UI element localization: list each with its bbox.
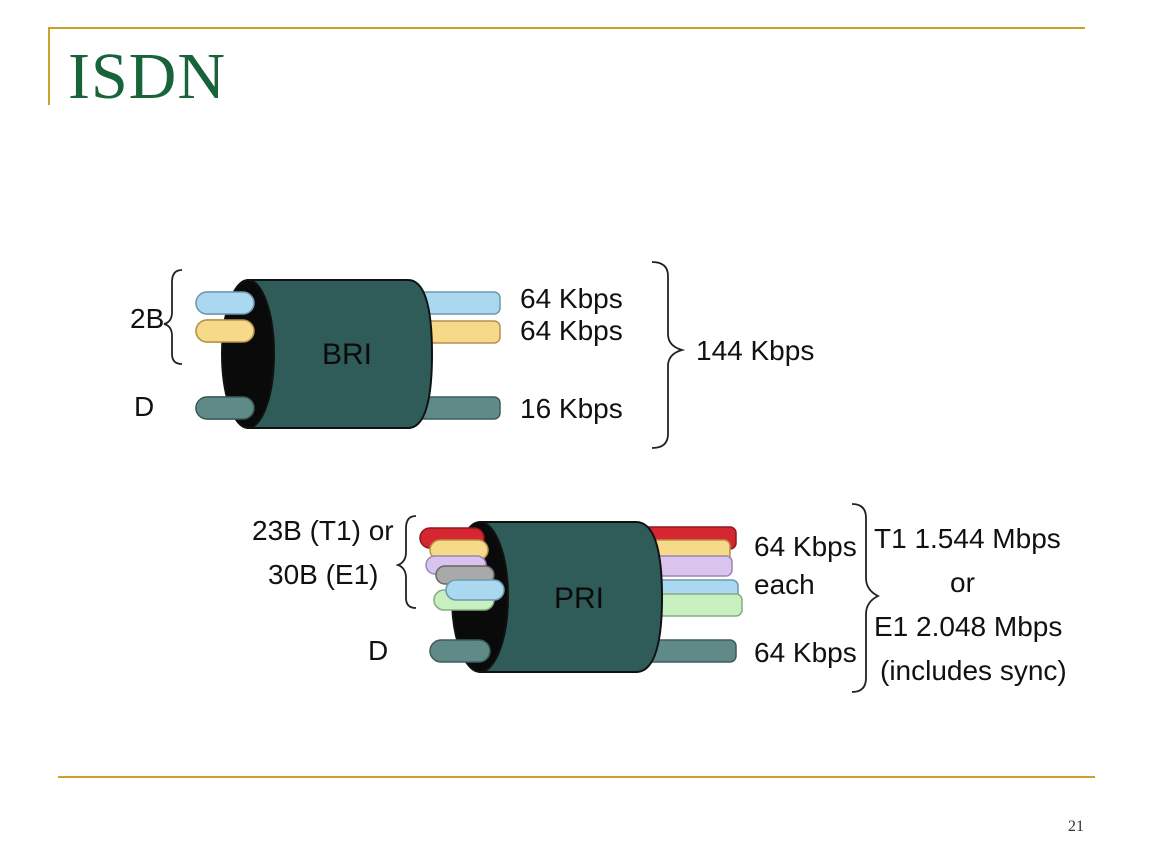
bri-wire-b2-face: [195, 319, 255, 343]
bri-cable-label: BRI: [322, 338, 372, 371]
pri-group-label-line1: 23B (T1) or: [252, 515, 394, 546]
pri-group-label-line2: 30B (E1): [268, 559, 379, 590]
slide-title: ISDN: [68, 40, 227, 113]
pri-group: PRI 23B (T1) or 30B (E1) D 64 Kbps each …: [252, 503, 1067, 693]
bri-rate-b1: 64 Kbps: [520, 283, 623, 314]
bri-wire-b1-face: [195, 291, 255, 315]
pri-d-label: D: [368, 635, 388, 666]
bri-rate-b2: 64 Kbps: [520, 315, 623, 346]
bri-group-label: 2B: [130, 303, 164, 334]
top-rule: [48, 27, 1085, 29]
bri-cable-body: [247, 279, 434, 429]
pri-total-line2: or: [950, 567, 975, 598]
left-rule: [48, 27, 50, 105]
pri-total-line3: E1 2.048 Mbps: [874, 611, 1062, 642]
pri-rate-line2: each: [754, 569, 815, 600]
bottom-rule: [58, 776, 1095, 778]
pri-wire-d-face: [429, 639, 491, 663]
bri-group: BRI 2B D 64 Kbps 64 Kbps 16 Kbps 144 Kbp…: [130, 261, 814, 449]
pri-left-brace: [395, 515, 417, 609]
bri-wire-d-face: [195, 396, 255, 420]
pri-cable-label: PRI: [554, 582, 604, 615]
pri-right-brace: [851, 503, 881, 693]
pri-d-rate: 64 Kbps: [754, 637, 857, 668]
bri-left-brace: [163, 269, 183, 365]
pri-total-line1: T1 1.544 Mbps: [874, 523, 1061, 554]
bri-rate-d: 16 Kbps: [520, 393, 623, 424]
page-number: 21: [1068, 818, 1084, 835]
bri-total-rate: 144 Kbps: [696, 335, 814, 366]
pri-cable-body: [479, 521, 664, 673]
bri-d-label: D: [134, 391, 154, 422]
bri-right-brace: [651, 261, 686, 449]
pri-rate-line1: 64 Kbps: [754, 531, 857, 562]
bri-cable-end: [221, 279, 275, 429]
pri-wire-blue-face: [445, 579, 505, 601]
pri-total-line4: (includes sync): [880, 655, 1067, 686]
